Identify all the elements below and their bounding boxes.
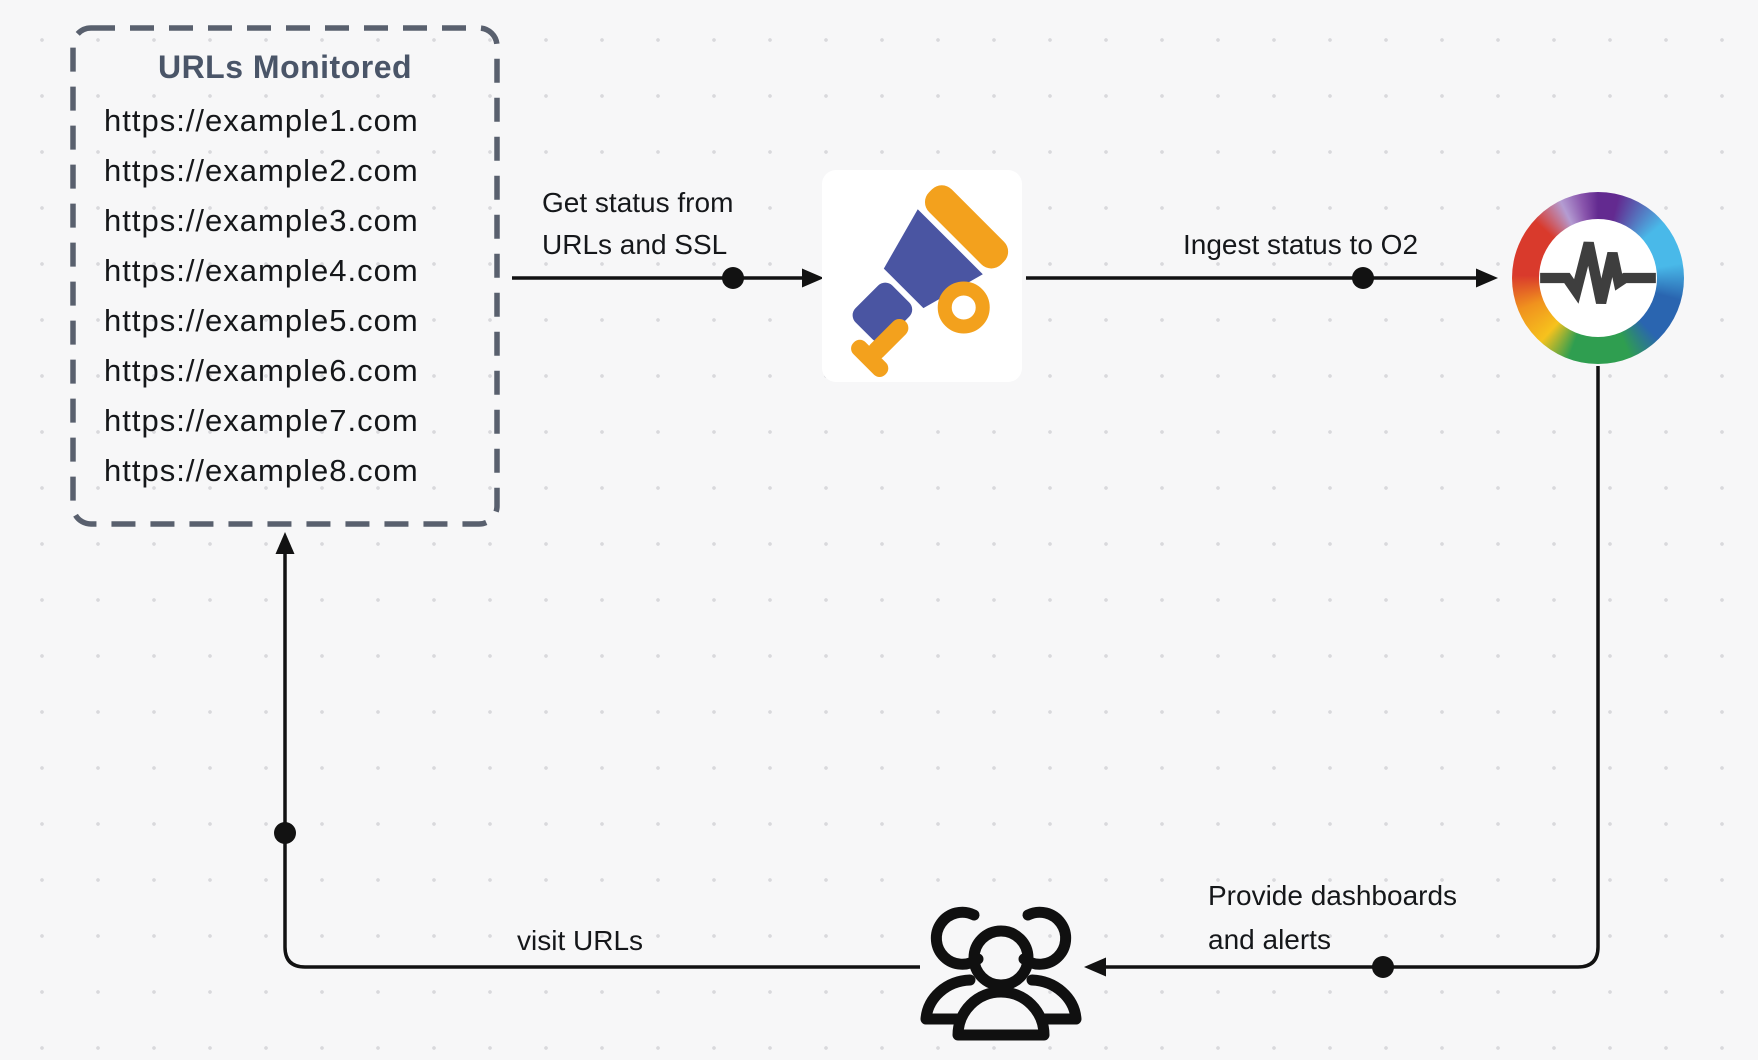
telescope-icon	[851, 185, 1009, 377]
edge-label-line: and alerts	[1208, 924, 1331, 955]
telescope-lens-cap	[924, 185, 1009, 269]
url-list-item: https://example6.com	[104, 353, 419, 388]
arrowhead-up	[275, 532, 295, 554]
arrowhead-right	[1476, 268, 1498, 288]
edge-label-line: URLs and SSL	[542, 229, 728, 260]
url-list-item: https://example2.com	[104, 153, 419, 188]
url-list-item: https://example7.com	[104, 403, 419, 438]
urls-monitored-box: URLs Monitored https://example1.com http…	[70, 25, 500, 527]
telescope-knob-ring	[937, 281, 990, 334]
arrow-dot	[722, 267, 744, 289]
left-person-head	[930, 906, 984, 970]
telescope-foot-bar	[867, 318, 909, 360]
url-list-item: https://example1.com	[104, 103, 419, 138]
arrow-dot	[1352, 267, 1374, 289]
edge-label-visit: visit URLs	[517, 925, 644, 956]
o2-waveform-icon	[1540, 241, 1656, 304]
edge-label-get-status: Get status from URLs and SSL	[542, 182, 733, 266]
arrow-visit-line	[283, 550, 920, 969]
url-list-item: https://example5.com	[104, 303, 419, 338]
arrowhead-left	[1084, 957, 1106, 977]
users-icon	[920, 906, 1082, 1041]
openobserve-o2-logo	[1512, 192, 1684, 364]
left-person-body	[920, 974, 976, 1025]
urls-box-title: URLs Monitored	[157, 49, 413, 85]
right-person-head	[1018, 906, 1072, 970]
dashed-border	[70, 25, 500, 527]
url-list: https://example1.com https://example2.co…	[104, 96, 492, 496]
edge-label-line: Provide dashboards	[1208, 880, 1458, 911]
url-list-item: https://example3.com	[104, 203, 419, 238]
arrow-dot	[274, 822, 296, 844]
users-node	[917, 898, 1085, 1046]
edge-label-provide: Provide dashboards and alerts	[1208, 874, 1457, 962]
telescope-foot-cap	[851, 339, 889, 377]
right-person-body	[1026, 974, 1082, 1025]
center-person-body	[952, 986, 1050, 1041]
edge-label-ingest: Ingest status to O2	[1183, 229, 1419, 260]
center-person-head	[968, 925, 1034, 991]
edge-label-line: Get status from	[542, 187, 734, 218]
url-list-item: https://example8.com	[104, 453, 419, 488]
url-list-item: https://example4.com	[104, 253, 419, 288]
arrowhead-right	[802, 268, 824, 288]
telescope-node	[822, 170, 1022, 382]
